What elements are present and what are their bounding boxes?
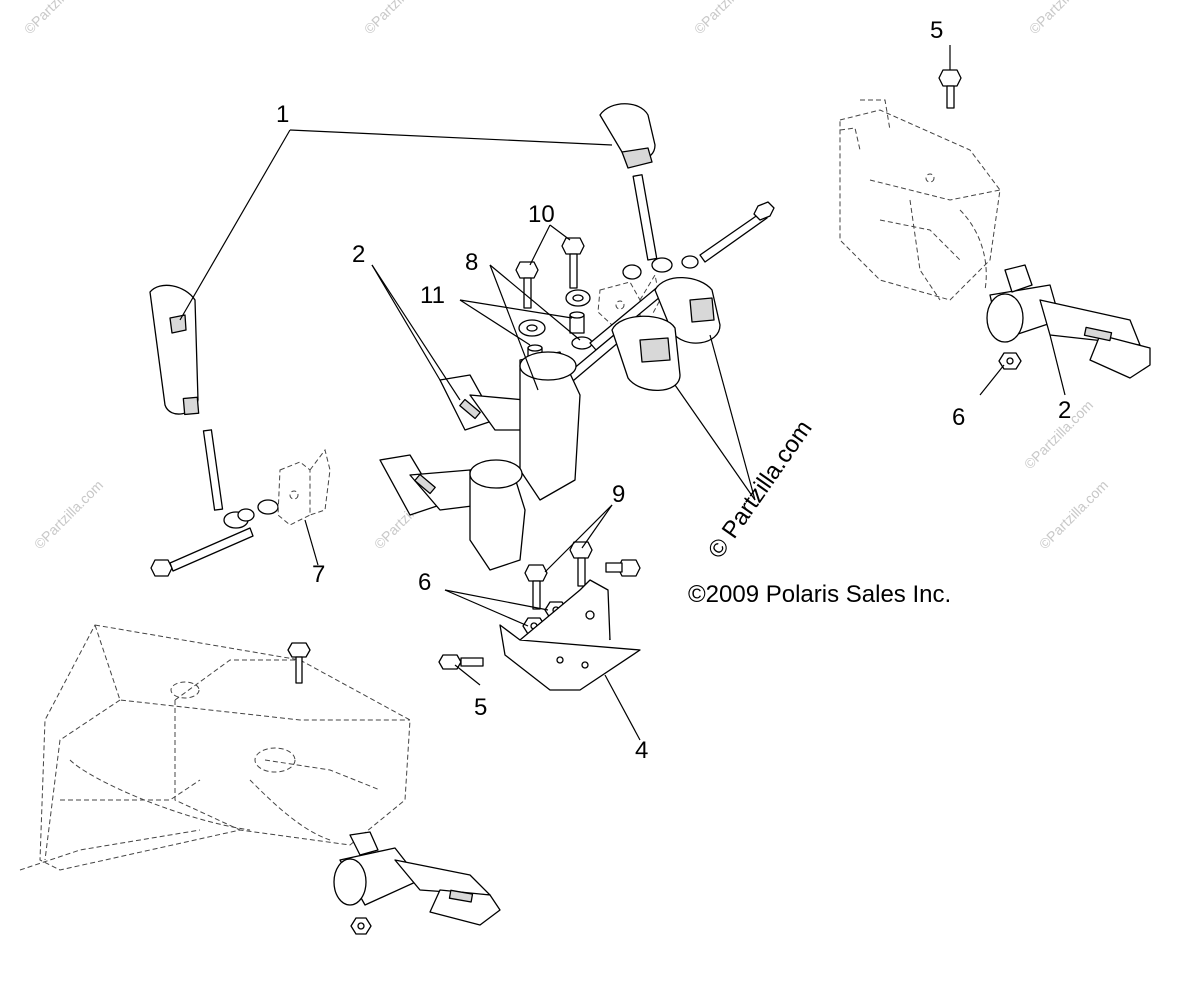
callout-6-center: 6 [418, 569, 431, 596]
watermark: ©Partzilla.com [1036, 477, 1111, 552]
callout-10: 10 [528, 201, 555, 228]
bolt-9-left [524, 564, 548, 610]
partzilla-rotated-watermark: © Partzilla.com [703, 415, 818, 563]
watermark: ©Partzilla.com [1026, 0, 1101, 37]
watermark: ©Partzilla.com [691, 0, 766, 37]
chassis-frame-left [19, 624, 411, 871]
seat-belt-buckle-upper [599, 103, 699, 280]
callout-8: 8 [465, 249, 478, 276]
callout-5-center: 5 [474, 694, 487, 721]
watermark: ©Partzilla.com [361, 0, 436, 37]
watermark: ©Partzilla.com [21, 0, 96, 37]
callout-2-right: 2 [1058, 397, 1071, 424]
callout-11: 11 [420, 282, 445, 309]
washer-icon [518, 319, 546, 337]
long-bolt-icon [150, 527, 254, 577]
nut-icon [350, 917, 372, 935]
mounting-bracket-4 [499, 579, 641, 691]
leader-lines [179, 45, 1066, 741]
callout-1: 1 [276, 101, 289, 128]
bracket-7 [277, 448, 331, 526]
chassis-frame-right [839, 99, 1001, 301]
callout-7: 7 [312, 561, 325, 588]
copyright-notice: ©2009 Polaris Sales Inc. [688, 581, 951, 608]
bolt-10-right [561, 237, 585, 289]
seat-belt-buckle-left [149, 284, 279, 529]
callout-4: 4 [635, 737, 648, 764]
bolt-10-left [515, 261, 539, 309]
bolt-icon [287, 642, 311, 684]
callout-labels: 1 2 2 4 5 5 6 6 7 8 9 10 11 [276, 17, 1071, 764]
bolt-9-right [569, 541, 593, 587]
callout-2-center: 2 [352, 241, 365, 268]
retractor-center-pair [379, 351, 581, 571]
watermark: ©Partzilla.com [31, 477, 106, 552]
bolt-5-center [438, 654, 484, 670]
washer-icon [565, 289, 591, 307]
callout-5-right: 5 [930, 17, 943, 44]
retractor-right [986, 264, 1151, 379]
long-bolt-icon [699, 201, 775, 263]
bolt-icon [605, 559, 641, 577]
callout-6-right: 6 [952, 404, 965, 431]
bolt-5-right [938, 69, 962, 109]
retractor-left [333, 831, 501, 926]
callout-9: 9 [612, 481, 625, 508]
nut-icon [998, 352, 1022, 370]
spacer-icon [569, 311, 585, 334]
